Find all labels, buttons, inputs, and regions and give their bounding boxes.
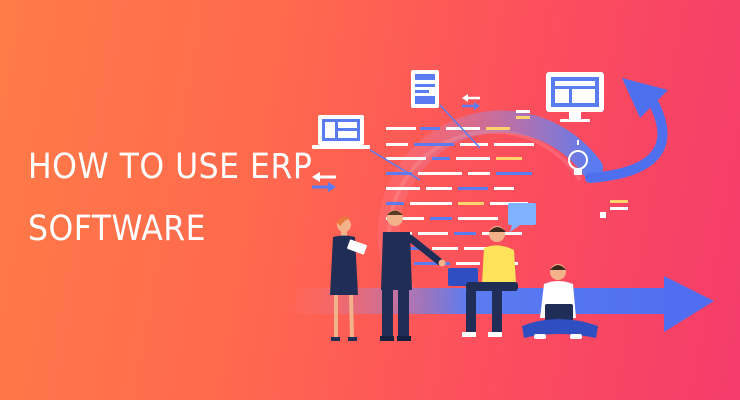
sitting-man-yellow-figure [448,226,518,337]
note-lines [516,110,628,218]
chat-bubble-icon [508,203,536,232]
woman-figure [330,216,367,341]
forward-arrow-icon [296,276,714,332]
swap-arrows-icon [312,94,480,192]
lightbulb-icon [568,140,588,175]
headline: HOW TO USE ERP SOFTWARE [28,136,312,260]
sitting-man-laptop-figure [522,264,598,339]
cycle-arrow-icon [585,78,668,183]
laptop-icon [312,115,421,181]
document-icon [411,70,481,149]
erp-illustration [296,70,714,341]
headline-line-2: SOFTWARE [28,209,207,249]
headline-line-1: HOW TO USE ERP [28,147,313,187]
desktop-icon [546,72,604,122]
standing-man-figure [380,210,446,341]
